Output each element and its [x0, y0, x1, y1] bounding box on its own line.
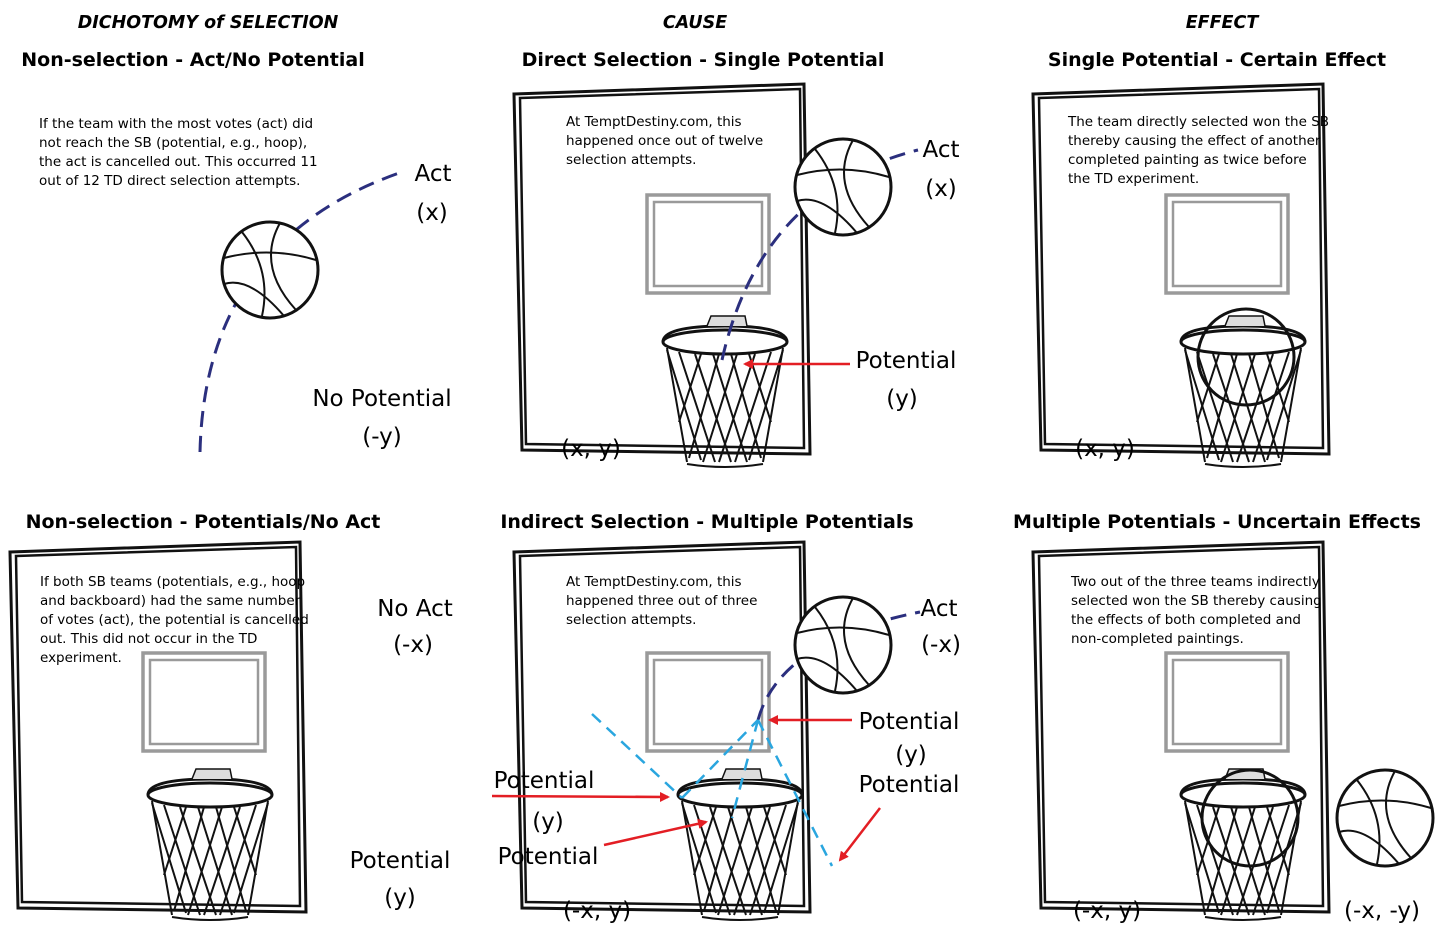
alternative-trajectories [591, 713, 834, 867]
potential-label: Potential [350, 848, 451, 874]
note-line: Two out of the three teams indirectly [1070, 574, 1320, 590]
basketball-icon [1335, 768, 1435, 868]
panel-title: Direct Selection - Single Potential [522, 49, 885, 71]
panel-potentials-no-act: Non-selection - Potentials/No Act If bot… [8, 511, 453, 922]
coordinate-label: (-x, y) [563, 898, 631, 924]
note-line: non-completed paintings. [1071, 631, 1244, 647]
act-label: Act [921, 596, 958, 622]
panel-note: At TemptDestiny.com, this happened once … [566, 114, 768, 168]
potential-label: Potential [494, 768, 595, 794]
header-dichotomy: DICHOTOMY of SELECTION [78, 13, 339, 33]
basketball-icon [1196, 307, 1296, 407]
note-line: The team directly selected won the SB [1067, 114, 1329, 130]
header-cause: CAUSE [663, 13, 727, 33]
coordinate-label: (-x, y) [1073, 898, 1141, 924]
note-line: the effects of both completed and [1071, 612, 1301, 628]
panel-certain-effect: Single Potential - Certain Effect The te… [1031, 49, 1386, 469]
coordinate-label: (-x, -y) [1344, 898, 1420, 924]
note-line: thereby causing the effect of another [1068, 133, 1321, 149]
panel-title: Non-selection - Potentials/No Act [26, 511, 381, 533]
act-label: Act [923, 137, 960, 163]
note-line: not reach the SB (potential, e.g., hoop)… [39, 135, 307, 151]
panel-note: The team directly selected won the SB th… [1067, 114, 1333, 187]
note-line: out. This did not occur in the TD [40, 631, 257, 647]
act-symbol: (x) [925, 176, 957, 202]
panel-direct-selection: Direct Selection - Single Potential At T… [512, 49, 960, 469]
note-line: out of 12 TD direct selection attempts. [39, 173, 300, 189]
act-symbol: (-x) [921, 632, 961, 658]
basketball-icon [793, 137, 893, 237]
basketball-icon [1200, 768, 1300, 868]
panel-uncertain-effects: Multiple Potentials - Uncertain Effects … [1013, 511, 1435, 924]
panel-note: At TemptDestiny.com, this happened three… [566, 574, 762, 628]
note-line: selection attempts. [566, 152, 696, 168]
potential-arrow [491, 791, 670, 802]
note-line: the act is cancelled out. This occurred … [39, 154, 318, 170]
potential-arrow [603, 818, 708, 847]
potential-label: No Potential [312, 386, 451, 412]
act-symbol: (-x) [393, 632, 433, 658]
note-line: the TD experiment. [1068, 171, 1199, 187]
coordinate-label: (x, y) [1075, 436, 1135, 462]
act-label: No Act [377, 596, 453, 622]
note-line: If both SB teams (potentials, e.g., hoop [40, 574, 305, 590]
panel-note: If the team with the most votes (act) di… [39, 116, 322, 189]
potential-symbol: (-y) [362, 424, 401, 450]
note-line: and backboard) had the same number [40, 593, 301, 609]
panel-indirect-selection: Indirect Selection - Multiple Potentials… [491, 511, 961, 924]
potential-label: Potential [859, 772, 960, 798]
act-symbol: (x) [416, 200, 448, 226]
basketball-icon [793, 595, 893, 695]
header-effect: EFFECT [1186, 13, 1261, 33]
note-line: At TemptDestiny.com, this [566, 574, 742, 590]
note-line: happened once out of twelve [566, 133, 763, 149]
panel-title: Multiple Potentials - Uncertain Effects [1013, 511, 1421, 533]
potential-symbol: (y) [384, 885, 416, 911]
potential-symbol: (y) [532, 809, 564, 835]
coordinate-label: (x, y) [561, 436, 621, 462]
panel-act-no-potential: Non-selection - Act/No Potential If the … [21, 49, 452, 453]
potential-arrow [838, 807, 881, 862]
panel-title: Single Potential - Certain Effect [1048, 49, 1386, 71]
act-label: Act [415, 161, 452, 187]
note-line: happened three out of three [566, 593, 757, 609]
note-line: At TemptDestiny.com, this [566, 114, 742, 130]
potential-symbol: (y) [886, 386, 918, 412]
panel-title: Indirect Selection - Multiple Potentials [500, 511, 913, 533]
basketball-icon [220, 220, 320, 320]
note-line: of votes (act), the potential is cancell… [40, 612, 309, 628]
note-line: experiment. [40, 650, 122, 666]
panel-note: Two out of the three teams indirectly se… [1070, 574, 1326, 647]
note-line: selected won the SB thereby causing [1071, 593, 1322, 609]
note-line: If the team with the most votes (act) di… [39, 116, 313, 132]
potential-label: Potential [498, 844, 599, 870]
note-line: selection attempts. [566, 612, 696, 628]
potential-symbol: (y) [895, 742, 927, 768]
panel-note: If both SB teams (potentials, e.g., hoop… [40, 574, 313, 666]
potential-label: Potential [856, 348, 957, 374]
note-line: completed painting as twice before [1068, 152, 1307, 168]
panel-title: Non-selection - Act/No Potential [21, 49, 364, 71]
potential-label: Potential [859, 709, 960, 735]
